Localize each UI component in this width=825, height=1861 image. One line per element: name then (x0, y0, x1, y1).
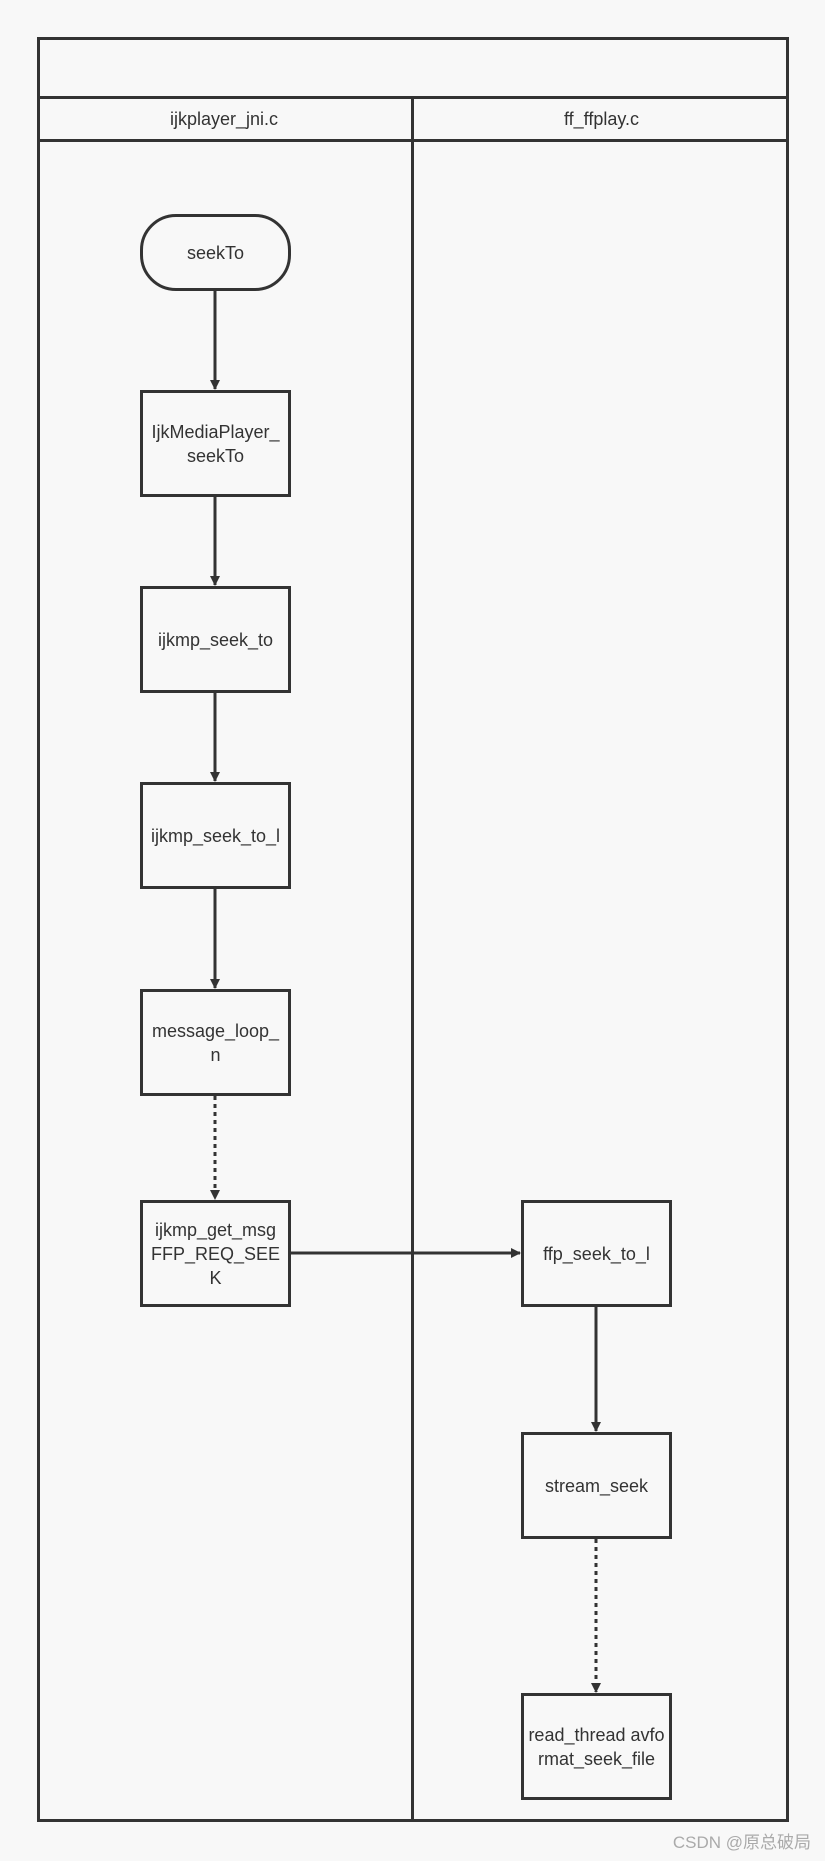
lane-divider (411, 96, 414, 1822)
node-ffp-seek-to-l-label: ffp_seek_to_l (543, 1243, 650, 1264)
node-stream-seek-label: stream_seek (544, 1475, 649, 1496)
node-ijkmediaplayer-seekto-label: IjkMediaPlayer_seekTo (151, 421, 280, 466)
node-ijkmp-seek-to-l-label: ijkmp_seek_to_l (150, 825, 281, 846)
node-read-thread-label: read_thread avformat_seek_file (528, 1724, 665, 1769)
node-stream-seek: stream_seek (521, 1432, 672, 1539)
node-ijkmp-seek-to: ijkmp_seek_to (140, 586, 291, 693)
lane-title-right: ff_ffplay.c (563, 109, 640, 129)
node-seekto: seekTo (140, 214, 291, 291)
node-ffp-seek-to-l: ffp_seek_to_l (521, 1200, 672, 1307)
node-read-thread: read_thread avformat_seek_file (521, 1693, 672, 1800)
node-ijkmp-seek-to-l: ijkmp_seek_to_l (140, 782, 291, 889)
node-ijkmediaplayer-seekto: IjkMediaPlayer_seekTo (140, 390, 291, 497)
node-ijkmp-get-msg: ijkmp_get_msg FFP_REQ_SEEK (140, 1200, 291, 1307)
node-ijkmp-seek-to-label: ijkmp_seek_to (157, 629, 274, 650)
node-message-loop-n-label: message_loop_n (151, 1020, 280, 1065)
node-seekto-label: seekTo (186, 242, 245, 263)
node-ijkmp-get-msg-label: ijkmp_get_msg FFP_REQ_SEEK (150, 1219, 281, 1288)
watermark: CSDN @原总破局 (672, 1833, 811, 1852)
lane-title-left: ijkplayer_jni.c (169, 109, 279, 129)
node-message-loop-n: message_loop_n (140, 989, 291, 1096)
